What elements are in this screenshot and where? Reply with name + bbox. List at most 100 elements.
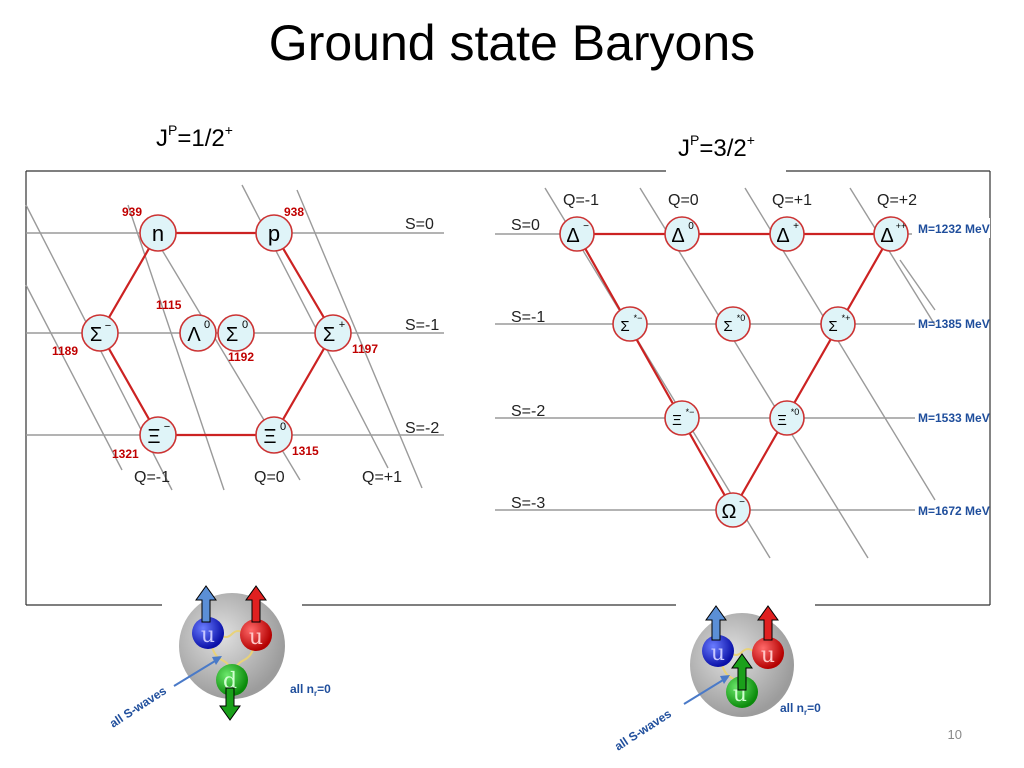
- page-number: 10: [947, 727, 962, 742]
- sigma-star-plus-node: Σ *+: [820, 306, 856, 342]
- decuplet-axis-labels: Q=-1 Q=0 Q=+1 Q=+2 S=0 S=-1 S=-2 S=-3: [511, 192, 917, 512]
- spin-up-arrow: [705, 605, 727, 641]
- svg-text:−: −: [739, 497, 745, 508]
- svg-text:*−: *−: [686, 407, 695, 417]
- svg-text:0: 0: [204, 319, 210, 331]
- svg-text:M=1385 MeV: M=1385 MeV: [918, 317, 990, 331]
- svg-text:u: u: [711, 641, 725, 666]
- svg-text:1115: 1115: [156, 298, 182, 312]
- svg-text:1321: 1321: [112, 447, 139, 461]
- svg-text:Σ: Σ: [90, 324, 102, 346]
- spin-up-arrow: [245, 585, 267, 623]
- xi0-node: Ξ 0: [255, 416, 293, 454]
- svg-text:939: 939: [122, 205, 142, 219]
- octet-axis-labels: S=0 S=-1 S=-2 Q=-1 Q=0 Q=+1: [134, 216, 439, 486]
- svg-text:0: 0: [242, 319, 248, 331]
- svg-text:Ξ: Ξ: [264, 426, 277, 448]
- up-quark-ball: [702, 635, 734, 667]
- quark-model-right: u u u all S-waves all nr=0: [612, 605, 821, 754]
- svg-text:*0: *0: [737, 313, 746, 323]
- spin-up-arrow: [731, 653, 753, 691]
- svg-text:Δ: Δ: [566, 225, 579, 247]
- svg-text:−: −: [583, 221, 589, 232]
- spin-up-arrow: [195, 585, 217, 623]
- svg-text:Q=+2: Q=+2: [877, 192, 917, 209]
- delta0-node: Δ 0: [664, 216, 700, 252]
- svg-text:S=-3: S=-3: [511, 495, 545, 512]
- svg-text:Σ: Σ: [620, 318, 629, 335]
- octet-particles: n p Σ − Λ 0 Σ 0 Σ + Ξ − Ξ 0: [81, 214, 352, 454]
- svg-text:*0: *0: [791, 407, 800, 417]
- svg-text:M=1533 MeV: M=1533 MeV: [918, 411, 990, 425]
- octet-mass-labels: 939 938 1115 1189 1192 1197 1321 1315: [52, 205, 378, 461]
- svg-text:u: u: [249, 625, 263, 650]
- svg-text:u: u: [761, 643, 775, 668]
- proton-node: p: [255, 214, 293, 252]
- sigma-plus-node: Σ +: [314, 314, 352, 352]
- svg-text:n: n: [152, 221, 164, 246]
- xi-star0-node: Ξ *0: [769, 400, 805, 436]
- svg-text:Δ: Δ: [776, 225, 789, 247]
- spin-up-arrow: [757, 605, 779, 641]
- quark-model-left: u u d all S-waves all nr=0: [107, 585, 331, 731]
- svg-text:Σ: Σ: [723, 318, 732, 335]
- svg-text:Q=-1: Q=-1: [563, 192, 599, 209]
- lambda0-node: Λ 0: [179, 314, 217, 352]
- svg-text:Q=+1: Q=+1: [772, 192, 812, 209]
- svg-text:++: ++: [896, 221, 907, 231]
- svg-text:Δ: Δ: [880, 225, 893, 247]
- svg-text:−: −: [105, 320, 111, 332]
- spin-down-arrow: [219, 687, 241, 721]
- decuplet-particles: Δ − Δ 0 Δ + Δ ++ Σ *− Σ *0 Σ *+ Ξ *− Ξ *…: [559, 216, 909, 528]
- svg-text:0: 0: [688, 221, 694, 232]
- svg-text:all S-waves: all S-waves: [612, 706, 674, 753]
- decuplet-mass-labels: M=1232 MeV M=1385 MeV M=1533 MeV M=1672 …: [912, 218, 990, 518]
- delta-plusplus-node: Δ ++: [873, 216, 909, 252]
- svg-text:S=-1: S=-1: [511, 309, 545, 326]
- omega-minus-node: Ω −: [715, 492, 751, 528]
- svg-text:1315: 1315: [292, 444, 319, 458]
- svg-text:Q=0: Q=0: [254, 469, 285, 486]
- svg-text:M=1672 MeV: M=1672 MeV: [918, 504, 990, 518]
- delta-plus-node: Δ +: [769, 216, 805, 252]
- svg-text:S=0: S=0: [511, 217, 540, 234]
- frame: [25, 170, 991, 606]
- svg-text:Σ: Σ: [323, 324, 335, 346]
- svg-text:all nr=0: all nr=0: [290, 682, 331, 698]
- svg-text:Q=+1: Q=+1: [362, 469, 402, 486]
- svg-text:Q=0: Q=0: [668, 192, 699, 209]
- svg-text:*−: *−: [634, 313, 643, 323]
- svg-text:*+: *+: [842, 313, 851, 323]
- sigma0-node: Σ 0: [217, 314, 255, 352]
- svg-text:u: u: [201, 623, 215, 648]
- up-quark-ball: [726, 676, 758, 708]
- svg-text:Q=-1: Q=-1: [134, 469, 170, 486]
- svg-text:Ξ: Ξ: [148, 426, 161, 448]
- xi-star-minus-node: Ξ *−: [664, 400, 700, 436]
- svg-text:Ξ: Ξ: [672, 412, 682, 429]
- sigma-minus-node: Σ −: [81, 314, 119, 352]
- spin-parity-label-decuplet: JP=3/2+: [672, 132, 761, 163]
- svg-text:S=-2: S=-2: [511, 403, 545, 420]
- svg-text:1192: 1192: [228, 350, 254, 364]
- svg-text:all nr=0: all nr=0: [780, 701, 821, 717]
- svg-text:+: +: [339, 319, 345, 331]
- svg-text:Λ: Λ: [187, 324, 201, 346]
- svg-text:Σ: Σ: [828, 318, 837, 335]
- svg-text:1197: 1197: [352, 342, 378, 356]
- svg-text:S=-2: S=-2: [405, 420, 439, 437]
- up-quark-ball: [752, 637, 784, 669]
- svg-text:all S-waves: all S-waves: [107, 683, 169, 730]
- down-quark-ball: [216, 664, 248, 696]
- svg-text:938: 938: [284, 205, 304, 219]
- svg-text:S=0: S=0: [405, 216, 434, 233]
- svg-text:Ω: Ω: [722, 501, 737, 523]
- svg-text:S=-1: S=-1: [405, 317, 439, 334]
- svg-text:p: p: [268, 221, 280, 246]
- spin-parity-label-octet: JP=1/2+: [156, 122, 233, 152]
- sigma-star0-node: Σ *0: [715, 306, 751, 342]
- delta-minus-node: Δ −: [559, 216, 595, 252]
- svg-text:Σ: Σ: [226, 324, 238, 346]
- svg-text:0: 0: [280, 421, 286, 433]
